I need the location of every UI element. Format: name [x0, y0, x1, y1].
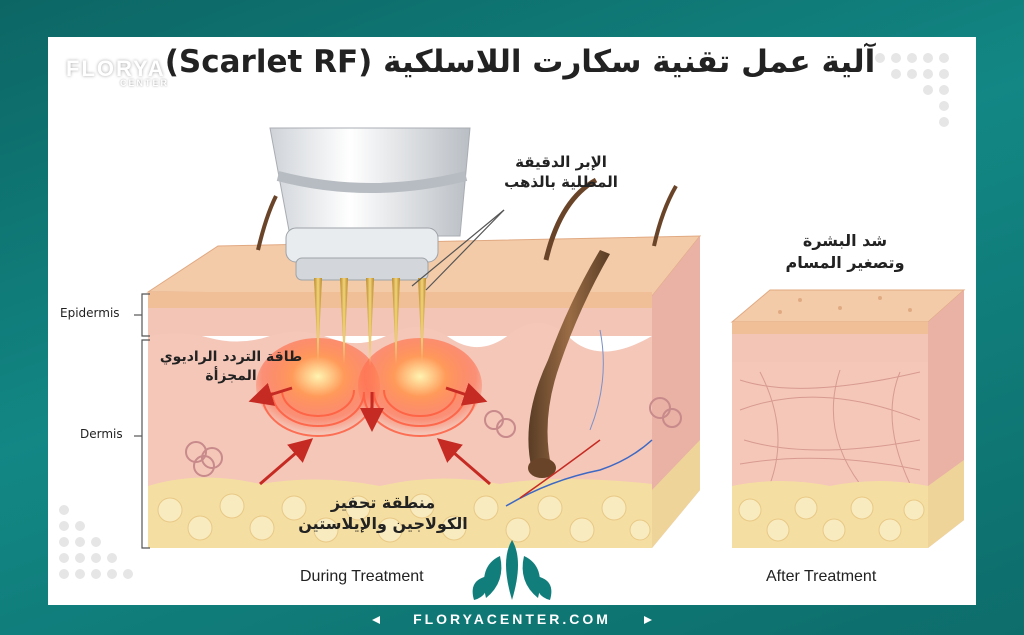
- footer-chevrons: [372, 616, 652, 624]
- after-treatment-caption: After Treatment: [766, 568, 877, 585]
- brand-line1: FLORYA: [66, 56, 166, 81]
- rf-energy-label: طاقة التردد الراديوي المجزأة: [156, 348, 306, 386]
- layer-brackets: [134, 293, 150, 549]
- skin-block-during: [146, 177, 702, 548]
- collagen-label: منطقة تحفيز الكولاجين والإيلاستين: [278, 492, 488, 534]
- decor-dots-right: [875, 53, 949, 127]
- leaf-logo: [472, 540, 552, 600]
- brand-logo: FLORYA CENTER: [66, 56, 169, 88]
- needles-label-line1: الإبر الدقيقة: [515, 153, 607, 171]
- needle-pointer-lines: [411, 209, 505, 291]
- dermis-label: Dermis: [80, 427, 123, 441]
- tightening-label: شد البشرة وتصغير المسام: [770, 230, 920, 274]
- skin-block-after: [730, 289, 966, 548]
- rf-handpiece: [269, 127, 471, 281]
- epidermis-label: Epidermis: [60, 306, 120, 320]
- needles-label: الإبر الدقيقة المطلية بالذهب: [486, 152, 636, 192]
- collagen-line2: الكولاجين والإيلاستين: [298, 514, 468, 533]
- during-treatment-caption: During Treatment: [300, 568, 424, 585]
- tightening-line1: شد البشرة: [802, 231, 888, 250]
- tightening-line2: وتصغير المسام: [785, 253, 905, 272]
- page-title: آلية عمل تقنية سكارت اللاسلكية (Scarlet …: [164, 44, 876, 80]
- needles-label-line2: المطلية بالذهب: [504, 173, 618, 191]
- website-footer: FLORYACENTER.COM: [413, 611, 611, 627]
- brand-line2: CENTER: [120, 78, 170, 88]
- rf-energy-line2: المجزأة: [205, 368, 257, 384]
- rf-energy-line1: طاقة التردد الراديوي: [159, 349, 303, 365]
- collagen-line1: منطقة تحفيز: [330, 493, 436, 512]
- gold-needles: [314, 278, 426, 366]
- decor-dots-left: [59, 505, 133, 579]
